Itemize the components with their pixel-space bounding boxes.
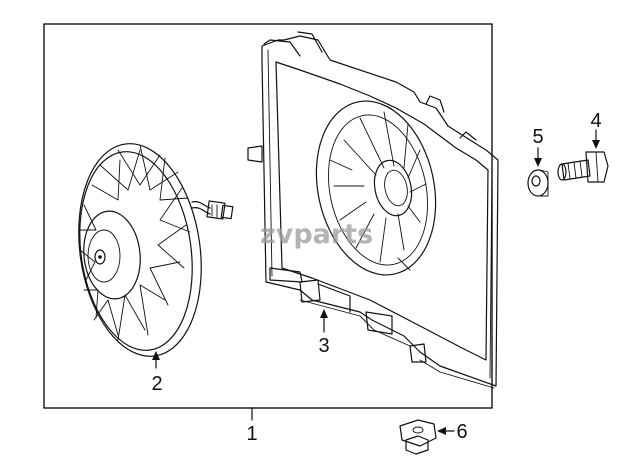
callout-6: 6 — [456, 421, 467, 443]
washer — [527, 169, 549, 197]
callout-2: 2 — [151, 373, 162, 395]
assembly-frame — [43, 23, 493, 409]
leader-lines — [152, 129, 600, 435]
callout-3: 3 — [318, 335, 329, 357]
callout-4: 4 — [590, 110, 601, 132]
watermark: zvparts — [260, 219, 373, 250]
bolt — [557, 151, 609, 183]
fan-shroud — [247, 31, 499, 389]
callout-5: 5 — [532, 126, 543, 148]
callout-1: 1 — [246, 423, 257, 445]
fan-motor-assembly — [78, 143, 234, 357]
clip-nut — [399, 419, 437, 455]
